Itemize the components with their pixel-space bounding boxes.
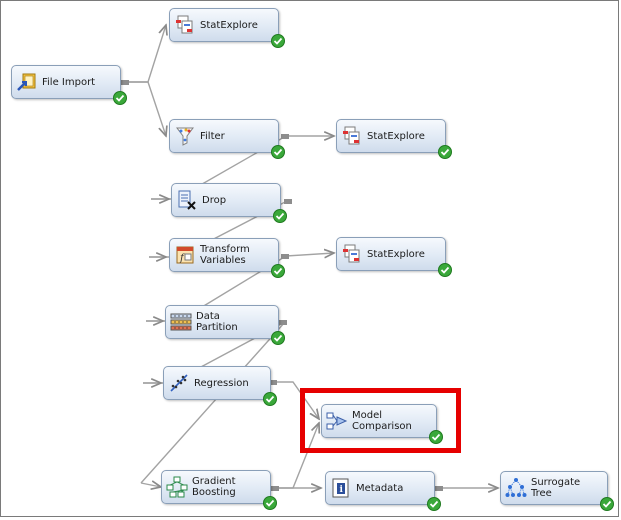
output-port[interactable] (279, 320, 287, 325)
node-file-import[interactable]: File Import (11, 65, 127, 105)
output-port[interactable] (271, 486, 279, 491)
transform-icon: f (176, 246, 194, 264)
green-check-icon (438, 145, 452, 159)
green-check-icon (427, 497, 441, 511)
node-label: Regression (194, 377, 249, 389)
node-drop[interactable]: Drop (171, 183, 287, 223)
svg-text:i: i (340, 485, 344, 495)
node-statexplore[interactable]: StatExplore (169, 8, 285, 48)
green-check-icon (600, 497, 614, 511)
node-regression[interactable]: Regression (163, 366, 277, 406)
node-label: Data Partition (196, 311, 238, 333)
green-check-icon (271, 34, 285, 48)
output-port[interactable] (281, 134, 289, 139)
output-port[interactable] (435, 486, 443, 491)
green-check-icon (271, 264, 285, 278)
edge-regression-modelcomparison (273, 381, 319, 419)
filter-icon (176, 127, 194, 146)
edge-fileimport-statexplore (129, 25, 166, 83)
node-label: StatExplore (367, 130, 425, 142)
node-label: StatExplore (200, 19, 258, 31)
output-port[interactable] (269, 380, 277, 385)
drop-icon (178, 190, 196, 210)
node-label: Gradient Boosting (192, 476, 236, 498)
green-check-icon (113, 91, 127, 105)
model-comparison-icon (326, 412, 348, 430)
green-check-icon (273, 209, 287, 223)
surrogate-tree-icon (505, 478, 527, 497)
metadata-icon: i (332, 478, 349, 498)
node-surrogate-tree[interactable]: Surrogate Tree (500, 471, 614, 511)
green-check-icon (271, 145, 285, 159)
node-label: Metadata (356, 482, 404, 494)
highlight-box (300, 388, 461, 453)
green-check-icon (429, 430, 443, 444)
node-data-partition[interactable]: Data Partition (165, 305, 285, 345)
node-label: Model Comparison (352, 410, 412, 432)
node-model-comparison[interactable]: Model Comparison (321, 404, 443, 444)
statexplore-icon (343, 244, 360, 263)
node-filter[interactable]: Filter (169, 119, 285, 159)
file-import-icon (17, 73, 36, 91)
node-label: Transform Variables (200, 244, 250, 266)
edge-datapartition-gradient (140, 321, 286, 484)
edge-transform-statexplore (285, 253, 334, 256)
output-port[interactable] (284, 199, 292, 204)
data-partition-icon (170, 313, 192, 331)
node-statexplore[interactable]: StatExplore (336, 237, 452, 277)
node-label: File Import (42, 76, 96, 88)
output-port[interactable] (281, 254, 289, 259)
statexplore-icon (176, 15, 193, 34)
svg-text:f: f (179, 253, 186, 264)
node-label: Filter (200, 130, 225, 142)
node-statexplore[interactable]: StatExplore (336, 119, 452, 159)
green-check-icon (271, 331, 285, 345)
edge-fileimport-filter (129, 81, 166, 136)
output-port[interactable] (121, 80, 129, 85)
node-metadata[interactable]: i Metadata (325, 471, 441, 511)
green-check-icon (263, 496, 277, 510)
node-label: Drop (202, 194, 227, 206)
regression-icon (170, 374, 188, 392)
green-check-icon (263, 392, 277, 406)
node-gradient-boosting[interactable]: Gradient Boosting (161, 470, 277, 510)
statexplore-icon (343, 126, 360, 145)
node-transform-variables[interactable]: f Transform Variables (169, 238, 285, 278)
gradient-boosting-icon (166, 476, 188, 498)
node-label: Surrogate Tree (531, 477, 581, 499)
green-check-icon (438, 263, 452, 277)
node-label: StatExplore (367, 248, 425, 260)
